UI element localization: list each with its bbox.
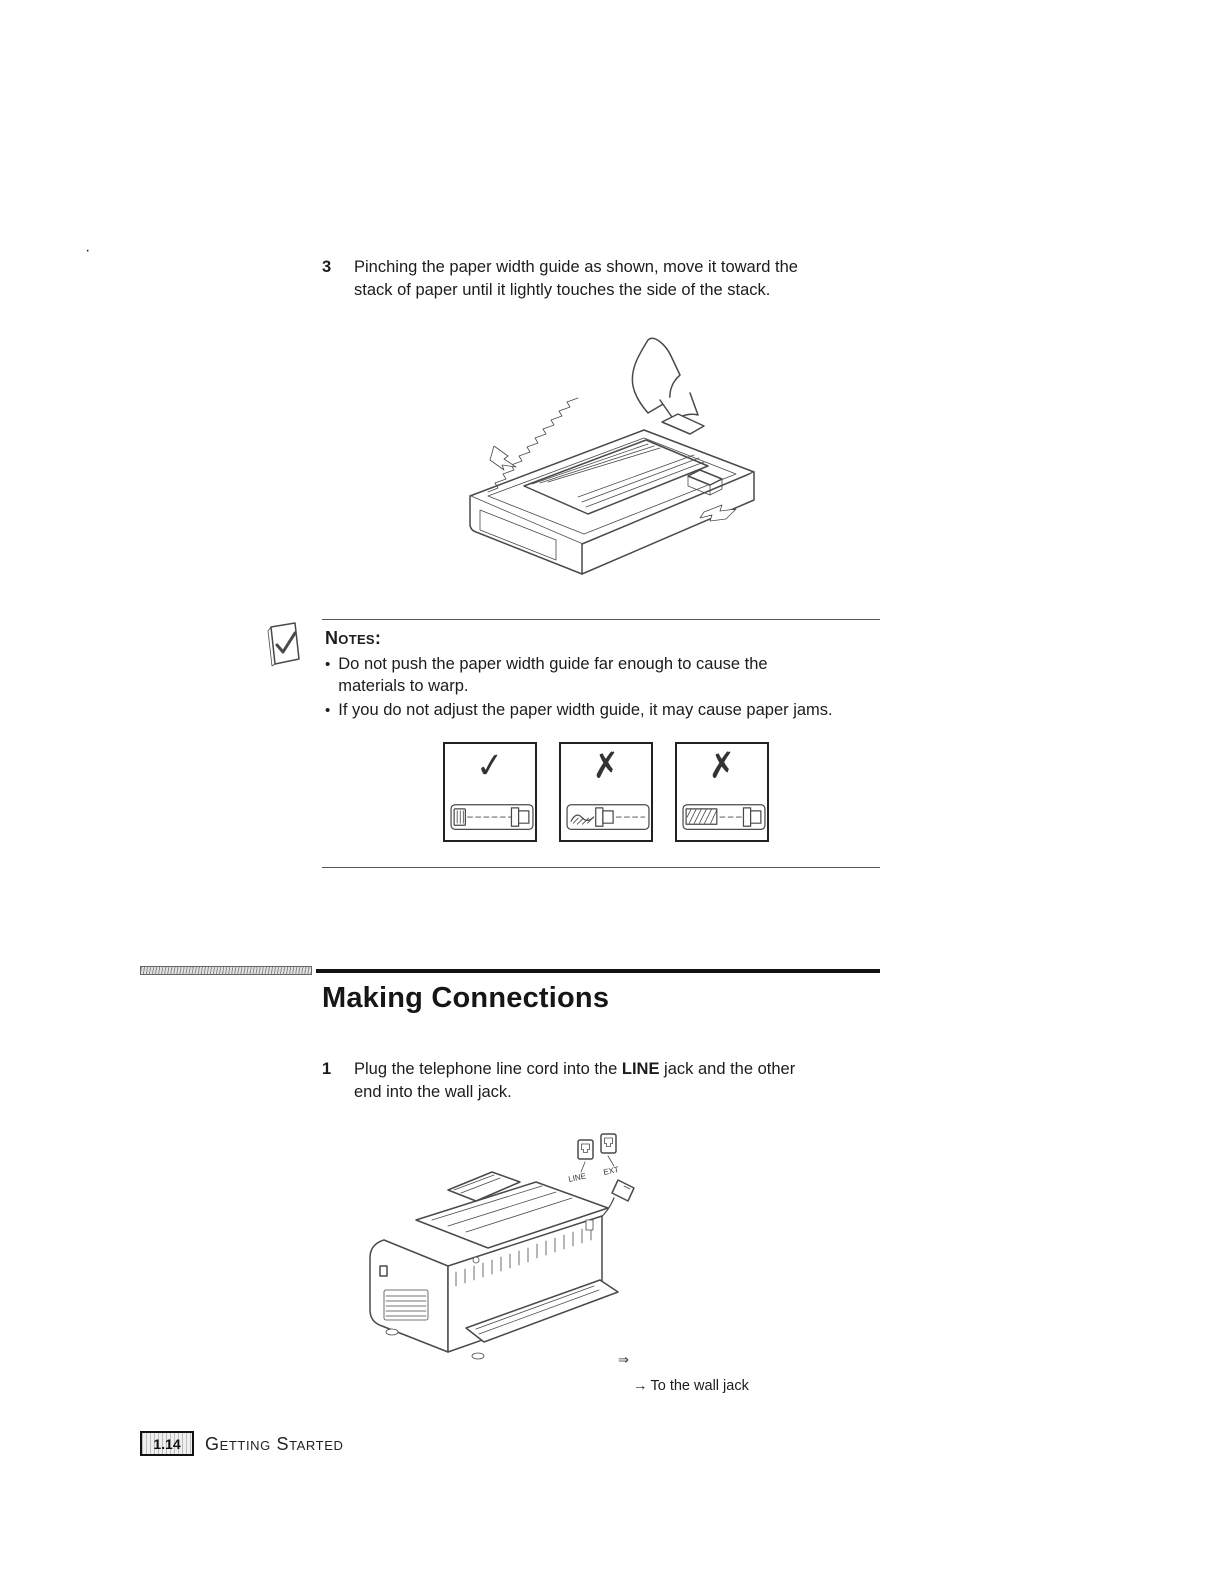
phone-plug	[611, 1179, 635, 1202]
pinching-hand	[631, 337, 705, 435]
line-port	[585, 1219, 594, 1231]
tray-body	[469, 397, 755, 575]
step-1-text: Plug the telephone line cord into the LI…	[354, 1058, 824, 1105]
step-1-text-before: Plug the telephone line cord into the	[354, 1060, 622, 1078]
guide-correct-box: ✓	[443, 742, 537, 842]
cross-icon: ✗	[589, 745, 623, 787]
section-divider-hatch	[140, 966, 312, 975]
bullet-icon: •	[325, 701, 331, 719]
step-1-number: 1	[322, 1060, 332, 1078]
line-jack-label: LINE	[621, 1060, 660, 1078]
section-divider-rule	[316, 969, 880, 973]
direction-arrows	[489, 445, 737, 522]
power-button	[379, 1265, 388, 1277]
arrow-icon: →	[633, 1378, 648, 1394]
step-3-number: 3	[322, 258, 332, 276]
paper-tray-illustration	[469, 337, 755, 575]
guide-examples: ✓ ✗	[443, 742, 769, 842]
machine-body	[369, 1171, 619, 1360]
guide-not-adjusted-box: ✗	[675, 742, 769, 842]
mini-tray-warped	[566, 804, 650, 830]
notes-item-text: Do not push the paper width guide far en…	[338, 654, 768, 695]
mini-tray-correct	[450, 804, 534, 830]
notes-title: Notes:	[325, 628, 382, 648]
notes-icon	[267, 622, 300, 667]
fax-machine-illustration: LINE EXT ⇒	[369, 1133, 635, 1367]
cross-icon: ✗	[705, 745, 739, 787]
bullet-icon: •	[325, 655, 331, 673]
caption-text: To the wall jack	[650, 1378, 749, 1394]
double-arrow-icon: ⇒	[618, 1352, 629, 1367]
step-1-text-after: jack and the other end into the wall jac…	[354, 1060, 796, 1102]
section-title: Making Connections	[322, 982, 610, 1014]
step-1: 1 Plug the telephone line cord into the …	[322, 1058, 824, 1105]
step-3: 3 Pinching the paper width guide as show…	[322, 256, 836, 303]
stray-mark: ·	[85, 242, 91, 259]
paper-width-guide	[687, 469, 723, 496]
wall-jack-caption: →To the wall jack	[633, 1378, 749, 1394]
notes-bottom-rule	[322, 867, 880, 868]
mini-tray-gap	[682, 804, 766, 830]
notes-item-text: If you do not adjust the paper width gui…	[338, 700, 833, 719]
guide-too-far-box: ✗	[559, 742, 653, 842]
notes-item: • Do not push the paper width guide far …	[325, 654, 880, 698]
page-number: 1.14	[153, 1435, 181, 1452]
notes-item: • If you do not adjust the paper width g…	[325, 700, 880, 723]
notes-block: Notes: • Do not push the paper width gui…	[325, 627, 880, 722]
ext-jack-text: EXT	[603, 1165, 620, 1177]
check-icon: ✓	[473, 745, 507, 787]
notes-top-rule	[322, 619, 880, 620]
chapter-label: Getting Started	[205, 1434, 344, 1454]
line-jack-text: LINE	[568, 1171, 587, 1184]
page-number-badge: 1.14	[140, 1431, 194, 1456]
step-3-text: Pinching the paper width guide as shown,…	[354, 258, 798, 300]
front-vent	[383, 1289, 429, 1321]
